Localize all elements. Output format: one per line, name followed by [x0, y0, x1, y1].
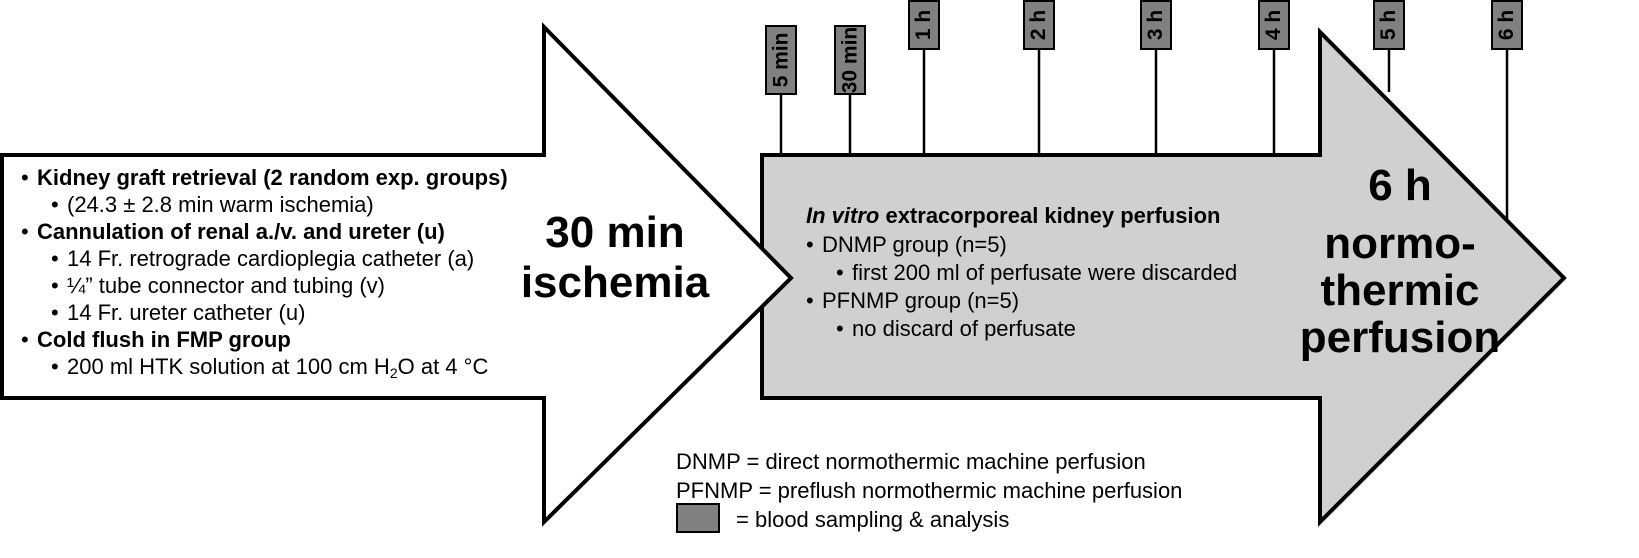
perfusion-label-line4: perfusion: [1299, 313, 1501, 362]
timepoint-4h: 4 h: [1258, 0, 1290, 50]
timepoint-5min: 5 min: [765, 25, 797, 95]
timepoint-2h: 2 h: [1023, 0, 1055, 50]
timepoint-3h: 3 h: [1140, 0, 1172, 50]
left-item-1: Kidney graft retrieval (2 random exp. gr…: [21, 167, 508, 190]
legend-sample-box: [676, 503, 720, 533]
perfusion-label-line1: 6 h: [1368, 161, 1432, 210]
timepoint-30min: 30 min: [834, 25, 866, 95]
legend-line-sampling: = blood sampling & analysis: [736, 507, 1010, 532]
left-item-2: (24.3 ± 2.8 min warm ischemia): [51, 194, 374, 217]
left-item-4: 14 Fr. retrograde cardioplegia catheter …: [51, 248, 474, 271]
perfusion-label-line3: thermic: [1320, 266, 1480, 315]
timepoint-5h: 5 h: [1373, 0, 1405, 50]
perfusion-title: In vitro extracorporeal kidney perfusion: [806, 203, 1221, 228]
perfusion-label-line2: normo-: [1324, 219, 1476, 268]
right-item-2: first 200 ml of perfusate were discarded: [836, 262, 1237, 285]
timepoint-6h: 6 h: [1491, 0, 1523, 50]
legend-line-pfnmp: PFNMP = preflush normothermic machine pe…: [676, 478, 1183, 503]
right-item-4: no discard of perfusate: [836, 318, 1076, 341]
left-item-6: 14 Fr. ureter catheter (u): [51, 302, 305, 325]
left-item-7: Cold flush in FMP group: [21, 329, 291, 352]
legend-line-dnmp: DNMP = direct normothermic machine perfu…: [676, 449, 1146, 474]
left-item-8: 200 ml HTK solution at 100 cm H2O at 4 °…: [51, 356, 488, 381]
ischemia-label-line2: ischemia: [520, 258, 710, 307]
timepoint-1h: 1 h: [908, 0, 940, 50]
right-item-1: DNMP group (n=5): [806, 234, 1007, 257]
ischemia-label-line1: 30 min: [545, 208, 685, 257]
left-item-5: ¼” tube connector and tubing (v): [51, 275, 385, 298]
ischemia-arrow: [0, 22, 794, 527]
left-item-3: Cannulation of renal a./v. and ureter (u…: [21, 221, 445, 244]
right-item-3: PFNMP group (n=5): [806, 290, 1019, 313]
timeline-stems: [779, 48, 1509, 222]
